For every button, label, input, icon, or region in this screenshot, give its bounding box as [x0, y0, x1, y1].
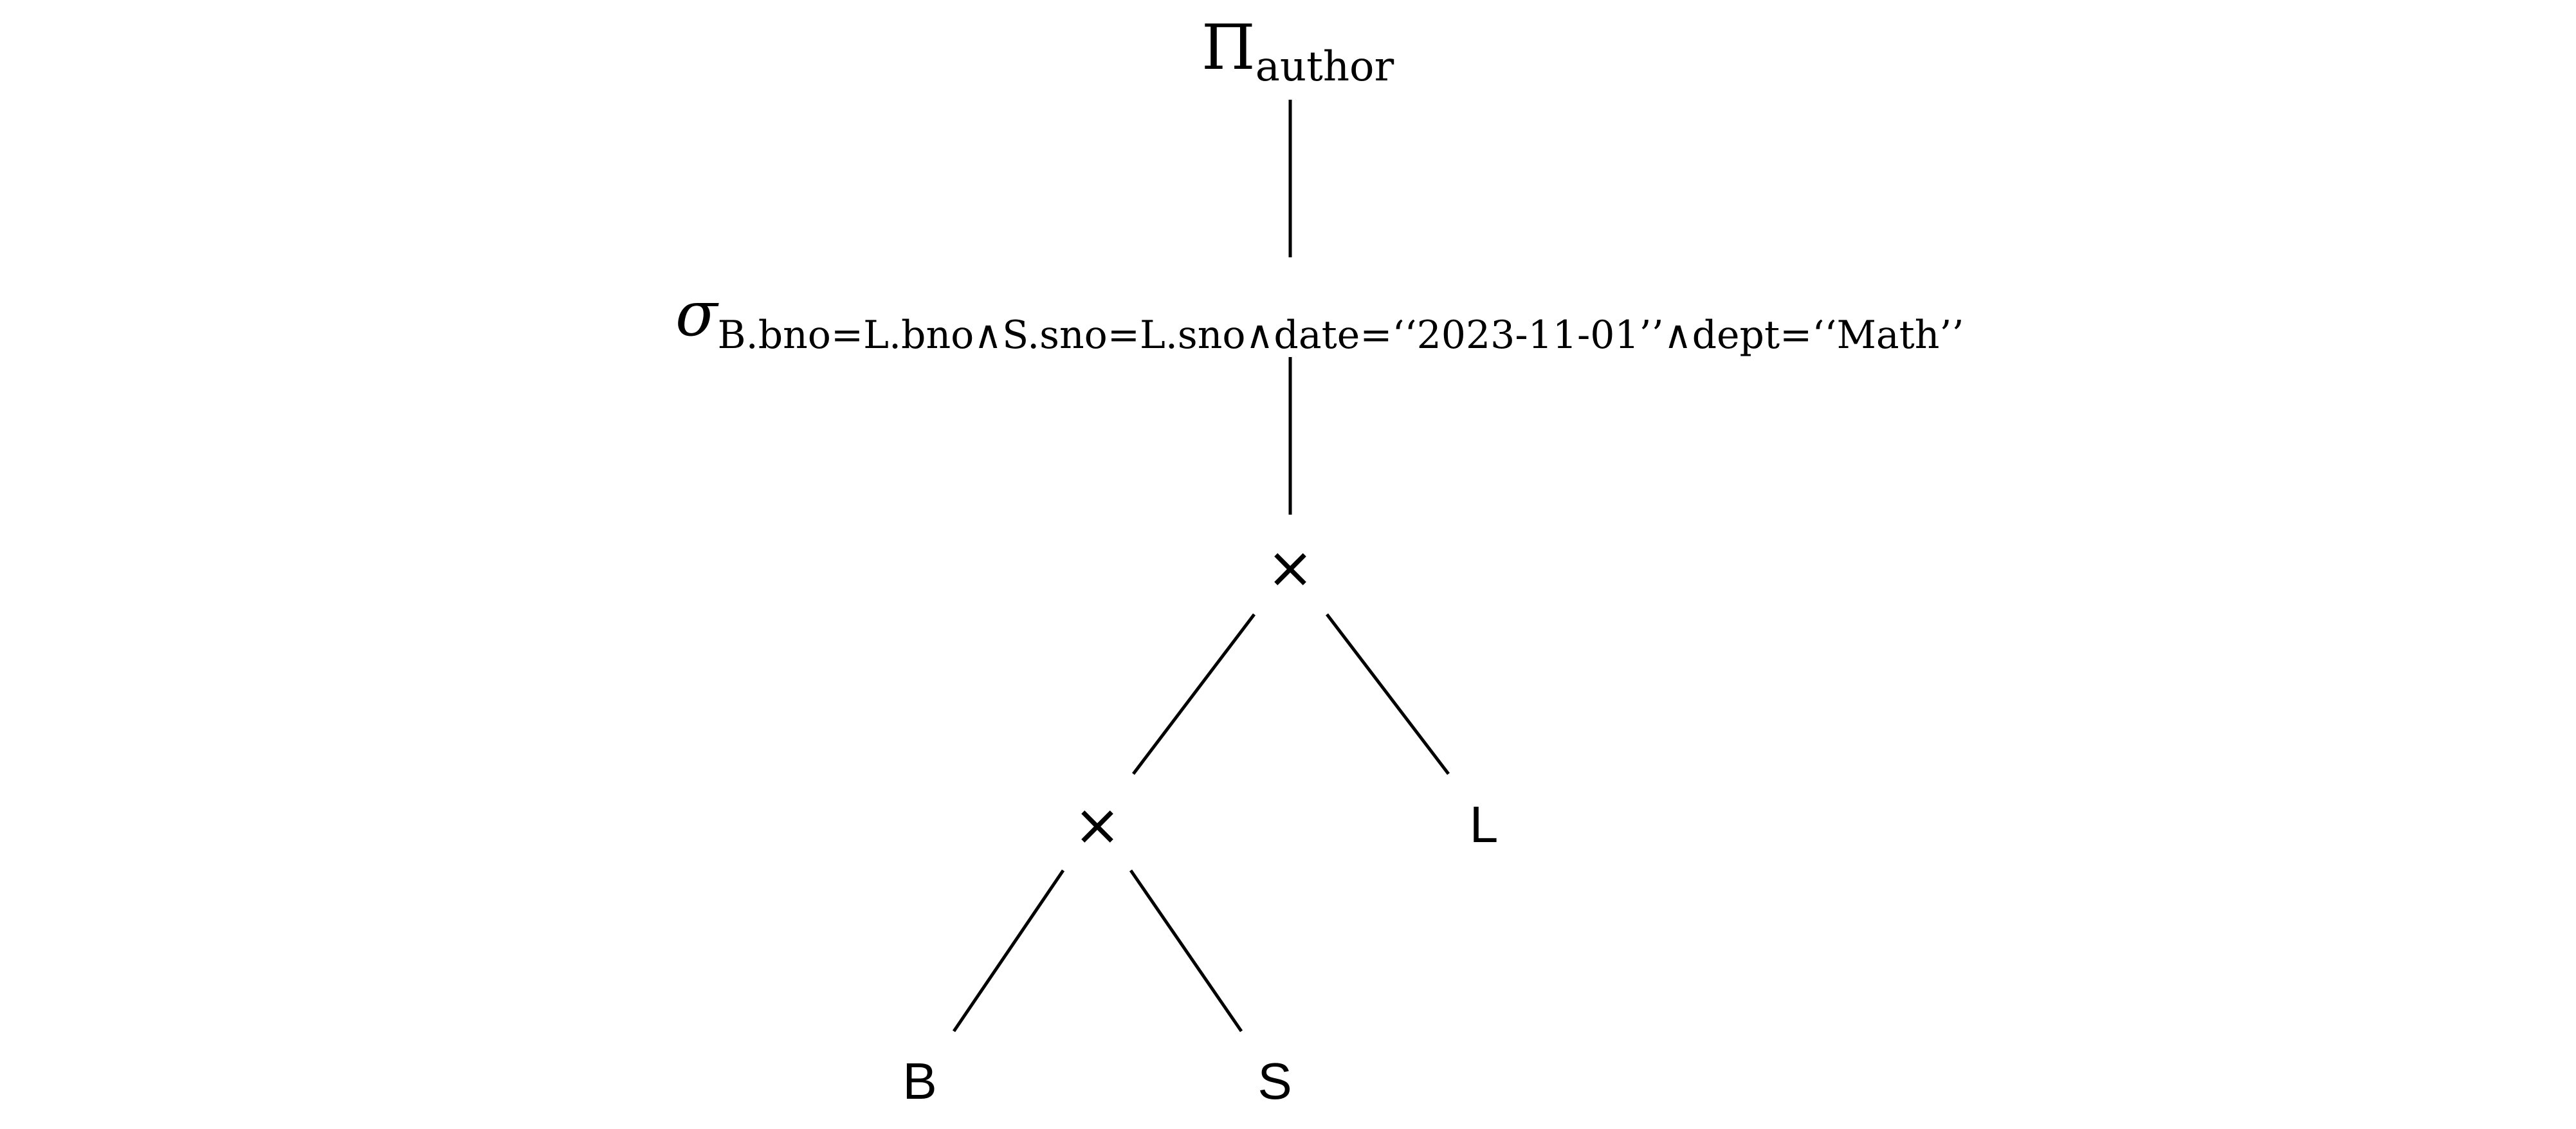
edge-cross-top-cross-bottom — [1132, 613, 1256, 775]
edge-cross-top-l — [1326, 613, 1450, 775]
selection-symbol: σ — [675, 278, 718, 350]
relation-s: S — [1257, 1052, 1292, 1110]
selection-operator: σB.bno=L.bno∧S.sno=L.sno∧date=‘‘2023-11-… — [675, 278, 1964, 358]
selection-predicate: B.bno=L.bno∧S.sno=L.sno∧date=‘‘2023-11-0… — [717, 313, 1964, 358]
projection-symbol: Π — [1201, 12, 1256, 84]
edge-cross-bottom-b — [952, 869, 1065, 1033]
cross-product-bottom: × — [1073, 791, 1121, 858]
relation-l: L — [1469, 796, 1499, 853]
projection-operator: Πauthor — [1201, 12, 1394, 91]
relation-b: B — [902, 1052, 937, 1110]
cross-product-top: × — [1266, 534, 1314, 601]
projection-attribute: author — [1255, 43, 1394, 91]
edge-cross-bottom-s — [1129, 869, 1243, 1033]
